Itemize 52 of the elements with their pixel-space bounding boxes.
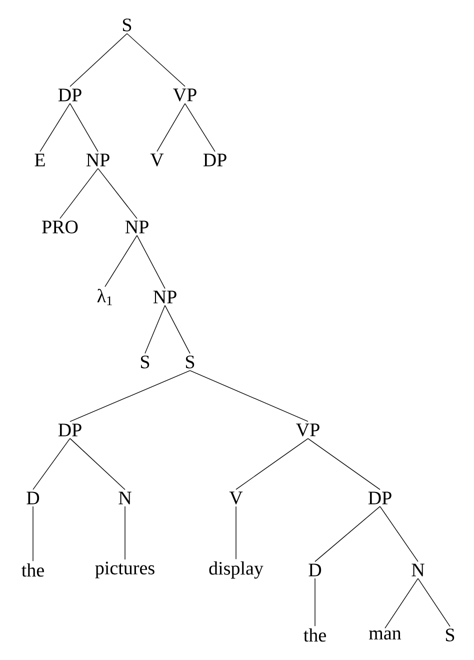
tree-label: the	[304, 628, 326, 642]
branch-line	[98, 168, 138, 219]
branch-line	[70, 33, 128, 87]
tree-label: D	[26, 492, 40, 504]
tree-label: display	[209, 561, 264, 579]
tree-label: VP	[296, 424, 320, 436]
tree-label: D	[308, 564, 322, 576]
tree-label: PRO	[42, 220, 78, 234]
branch-line	[60, 168, 98, 219]
branch-line	[418, 578, 450, 627]
tree-label: DP	[58, 424, 82, 436]
tree-label: NP	[125, 220, 148, 234]
tree-label: E	[34, 154, 45, 166]
tree-label: DP	[203, 154, 226, 166]
branch-line	[164, 305, 190, 354]
branch-line	[70, 103, 98, 152]
branch-line	[70, 370, 190, 422]
branch-line	[236, 438, 308, 490]
tree-label: NP	[153, 290, 176, 304]
branch-line	[70, 438, 126, 490]
branch-line	[184, 103, 216, 152]
tree-label: VP	[173, 88, 196, 102]
tree-label: λ$_{1}$	[97, 288, 112, 306]
tree-label: S	[186, 356, 194, 368]
branch-line	[380, 506, 418, 562]
tree-label: the	[22, 563, 44, 577]
tree-label: DP	[58, 88, 82, 102]
tree-label: man	[369, 630, 402, 640]
branch-line	[124, 506, 126, 560]
branch-line	[308, 438, 380, 490]
branch-line	[32, 506, 34, 562]
branch-line	[32, 438, 70, 490]
branch-line	[126, 33, 186, 87]
tree-label: S	[123, 18, 132, 32]
branch-line	[314, 578, 316, 626]
tree-label: S	[446, 628, 454, 642]
tree-label: V	[229, 492, 243, 504]
branch-line	[144, 305, 166, 354]
branch-line	[104, 235, 138, 288]
branch-line	[190, 370, 308, 422]
branch-line	[314, 506, 380, 562]
branch-line	[156, 103, 186, 152]
tree-label: NP	[86, 154, 110, 166]
tree-label: V	[150, 154, 164, 166]
tree-label: DP	[368, 492, 392, 504]
tree-label: S	[141, 356, 150, 368]
tree-label: N	[412, 564, 424, 576]
branch-line	[40, 103, 70, 152]
tree-label: pictures	[95, 562, 154, 578]
tree-label: N	[118, 492, 132, 504]
branch-line	[136, 235, 166, 289]
branch-line	[384, 578, 418, 629]
